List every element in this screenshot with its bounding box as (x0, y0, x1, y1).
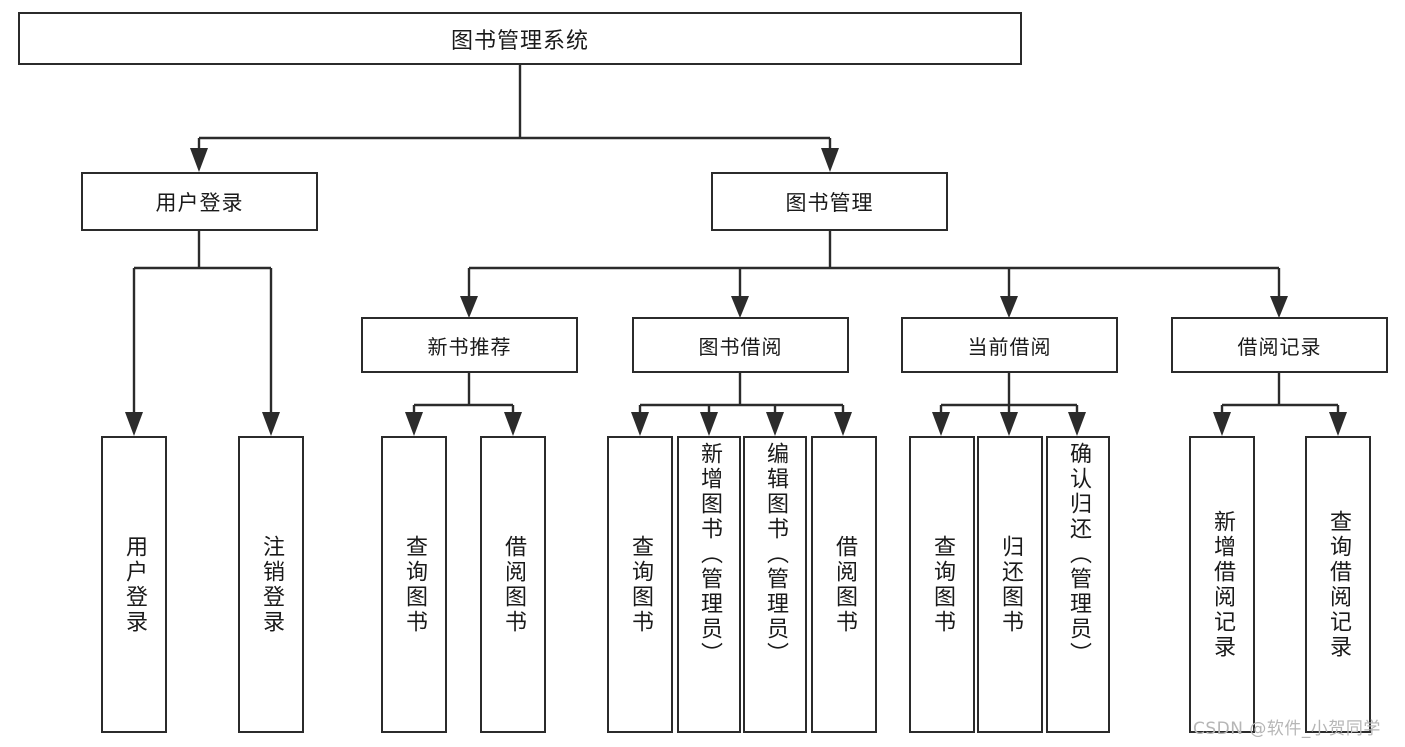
node-label: 新增借阅记录 (1209, 509, 1235, 660)
node-label: 归还图书 (997, 534, 1023, 635)
leaf-query-books-current[interactable]: 查询图书 (909, 436, 975, 733)
node-label: 查询图书 (929, 534, 955, 635)
node-label: 用户登录 (155, 190, 244, 215)
leaf-query-books-recommendation[interactable]: 查询图书 (381, 436, 447, 733)
node-label: 图书管理 (785, 190, 874, 215)
node-label: 新增图书（管理员） (696, 442, 722, 667)
leaf-query-borrow-record[interactable]: 查询借阅记录 (1305, 436, 1371, 733)
node-label: 确认归还（管理员） (1065, 442, 1091, 667)
leaf-add-borrow-record[interactable]: 新增借阅记录 (1189, 436, 1255, 733)
leaf-query-books-borrowing[interactable]: 查询图书 (607, 436, 673, 733)
node-label: 用户登录 (121, 534, 147, 635)
node-new-book-recommendation[interactable]: 新书推荐 (361, 317, 578, 373)
node-label: 新书推荐 (427, 334, 512, 359)
leaf-add-book-admin[interactable]: 新增图书（管理员） (677, 436, 741, 733)
node-label: 图书借阅 (698, 334, 783, 359)
leaf-user-login[interactable]: 用户登录 (101, 436, 167, 733)
leaf-logout[interactable]: 注销登录 (238, 436, 304, 733)
node-borrow-records[interactable]: 借阅记录 (1171, 317, 1388, 373)
leaf-borrow-books-borrowing[interactable]: 借阅图书 (811, 436, 877, 733)
leaf-edit-book-admin[interactable]: 编辑图书（管理员） (743, 436, 807, 733)
node-label: 借阅图书 (500, 534, 526, 635)
node-current-borrowing[interactable]: 当前借阅 (901, 317, 1118, 373)
node-label: 图书管理系统 (450, 28, 589, 54)
node-label: 借阅记录 (1237, 334, 1322, 359)
node-root-library-management-system[interactable]: 图书管理系统 (18, 12, 1022, 65)
node-book-management[interactable]: 图书管理 (711, 172, 948, 231)
leaf-confirm-return-admin[interactable]: 确认归还（管理员） (1046, 436, 1110, 733)
node-book-borrowing[interactable]: 图书借阅 (632, 317, 849, 373)
csdn-watermark: CSDN @软件_小贺同学 (1193, 719, 1381, 739)
node-label: 编辑图书（管理员） (762, 442, 788, 667)
node-label: 注销登录 (258, 534, 284, 635)
node-label: 查询图书 (401, 534, 427, 635)
leaf-borrow-books-recommendation[interactable]: 借阅图书 (480, 436, 546, 733)
node-label: 查询图书 (627, 534, 653, 635)
node-label: 查询借阅记录 (1325, 509, 1351, 660)
leaf-return-books[interactable]: 归还图书 (977, 436, 1043, 733)
node-user-login[interactable]: 用户登录 (81, 172, 318, 231)
node-label: 借阅图书 (831, 534, 857, 635)
node-label: 当前借阅 (967, 334, 1052, 359)
